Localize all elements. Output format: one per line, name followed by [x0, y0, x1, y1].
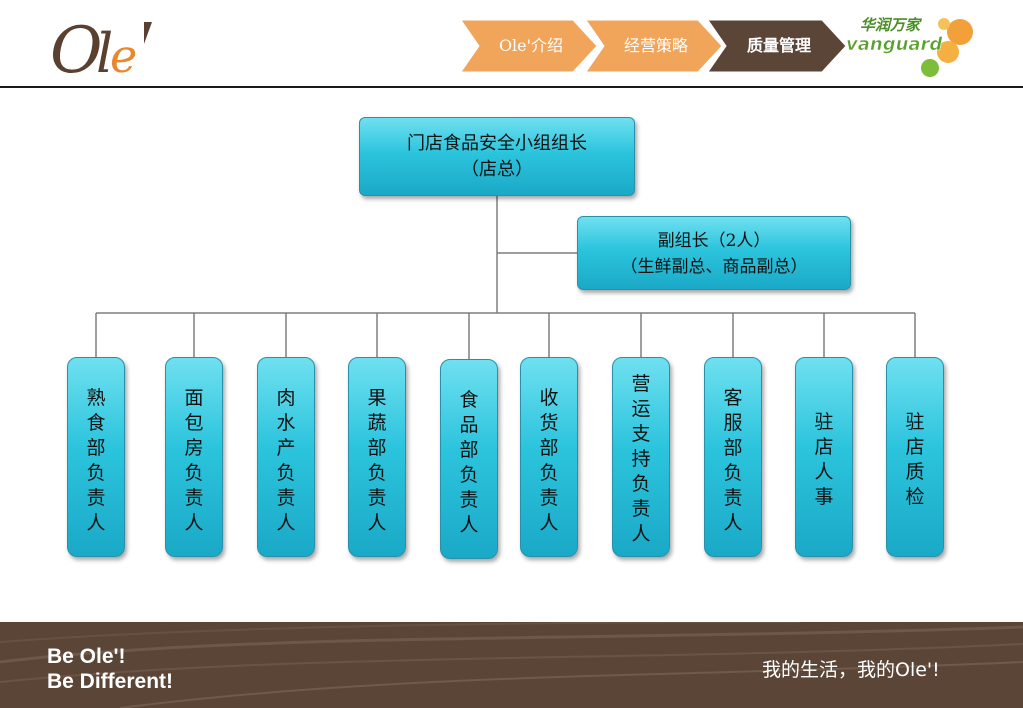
nav-arrow-shape: [708, 19, 847, 73]
nav-tab-label: 经营策略: [623, 36, 688, 55]
org-node-deputy-leader: 副组长（2人） （生鲜副总、商品副总）: [577, 216, 851, 290]
node-subtitle: （生鲜副总、商品副总）: [620, 257, 808, 277]
brand-chinese-name: 华润万家: [860, 16, 923, 34]
footer-slogan-line1: Be Ole'!: [47, 645, 126, 668]
node-label: 客服部负责人: [723, 387, 743, 534]
logo-dot-orange: [947, 19, 973, 45]
footer-bar: [0, 622, 1023, 708]
logo-dot-yellow: [937, 41, 959, 63]
nav-tab-ole-intro[interactable]: Ole'介绍: [461, 18, 601, 74]
nav-tab-quality[interactable]: 质量管理: [708, 18, 850, 74]
org-node-deli: 熟食部负责人: [67, 357, 125, 557]
logo-dot-green: [921, 59, 939, 77]
nav-tab-label: 质量管理: [746, 36, 811, 55]
node-label: 驻店人事: [814, 411, 834, 508]
brand-english-name: vanguard: [846, 34, 943, 55]
logo-letter-l: l: [96, 22, 113, 80]
logo-dot-small: [938, 18, 950, 30]
node-subtitle: （店总）: [461, 159, 533, 180]
vanguard-logo: 华润万家 vanguard: [846, 16, 973, 77]
nav-tab-strategy[interactable]: 经营策略: [586, 18, 726, 74]
org-node-store-qc: 驻店质检: [886, 357, 944, 557]
org-node-receiving: 收货部负责人: [520, 357, 578, 557]
nav-arrow-shape: [586, 19, 723, 73]
node-label: 熟食部负责人: [86, 387, 106, 534]
node-label: 驻店质检: [905, 411, 925, 508]
logo-letter-e: e: [110, 29, 137, 80]
org-node-bakery: 面包房负责人: [165, 357, 223, 557]
header-divider: [0, 86, 1023, 88]
org-node-produce: 果蔬部负责人: [348, 357, 406, 557]
footer-swooshes: [0, 622, 1023, 708]
logo-letter-o: O: [50, 14, 102, 80]
logo-apostrophe: [144, 22, 152, 44]
org-node-store-hr: 驻店人事: [795, 357, 853, 557]
footer-slogan-line2: Be Different!: [47, 670, 174, 693]
node-label: 营运支持负责人: [631, 373, 651, 545]
org-node-meat-seafood: 肉水产负责人: [257, 357, 315, 557]
node-title: 副组长（2人）: [657, 231, 771, 251]
org-node-grocery: 食品部负责人: [440, 359, 498, 559]
node-label: 面包房负责人: [184, 387, 204, 534]
node-label: 肉水产负责人: [276, 387, 296, 534]
nav-tab-label: Ole'介绍: [498, 36, 564, 55]
node-label: 收货部负责人: [539, 387, 559, 534]
org-node-operations-support: 营运支持负责人: [612, 357, 670, 557]
node-label: 果蔬部负责人: [367, 387, 387, 534]
ole-logo: O l e: [50, 14, 152, 80]
nav-arrow-shape: [461, 19, 598, 73]
node-label: 食品部负责人: [459, 389, 479, 536]
org-node-team-leader: 门店食品安全小组组长 （店总）: [359, 117, 635, 196]
footer-tagline: 我的生活，我的Ole'!: [762, 659, 940, 681]
node-title: 门店食品安全小组组长: [407, 133, 587, 154]
org-node-customer-service: 客服部负责人: [704, 357, 762, 557]
